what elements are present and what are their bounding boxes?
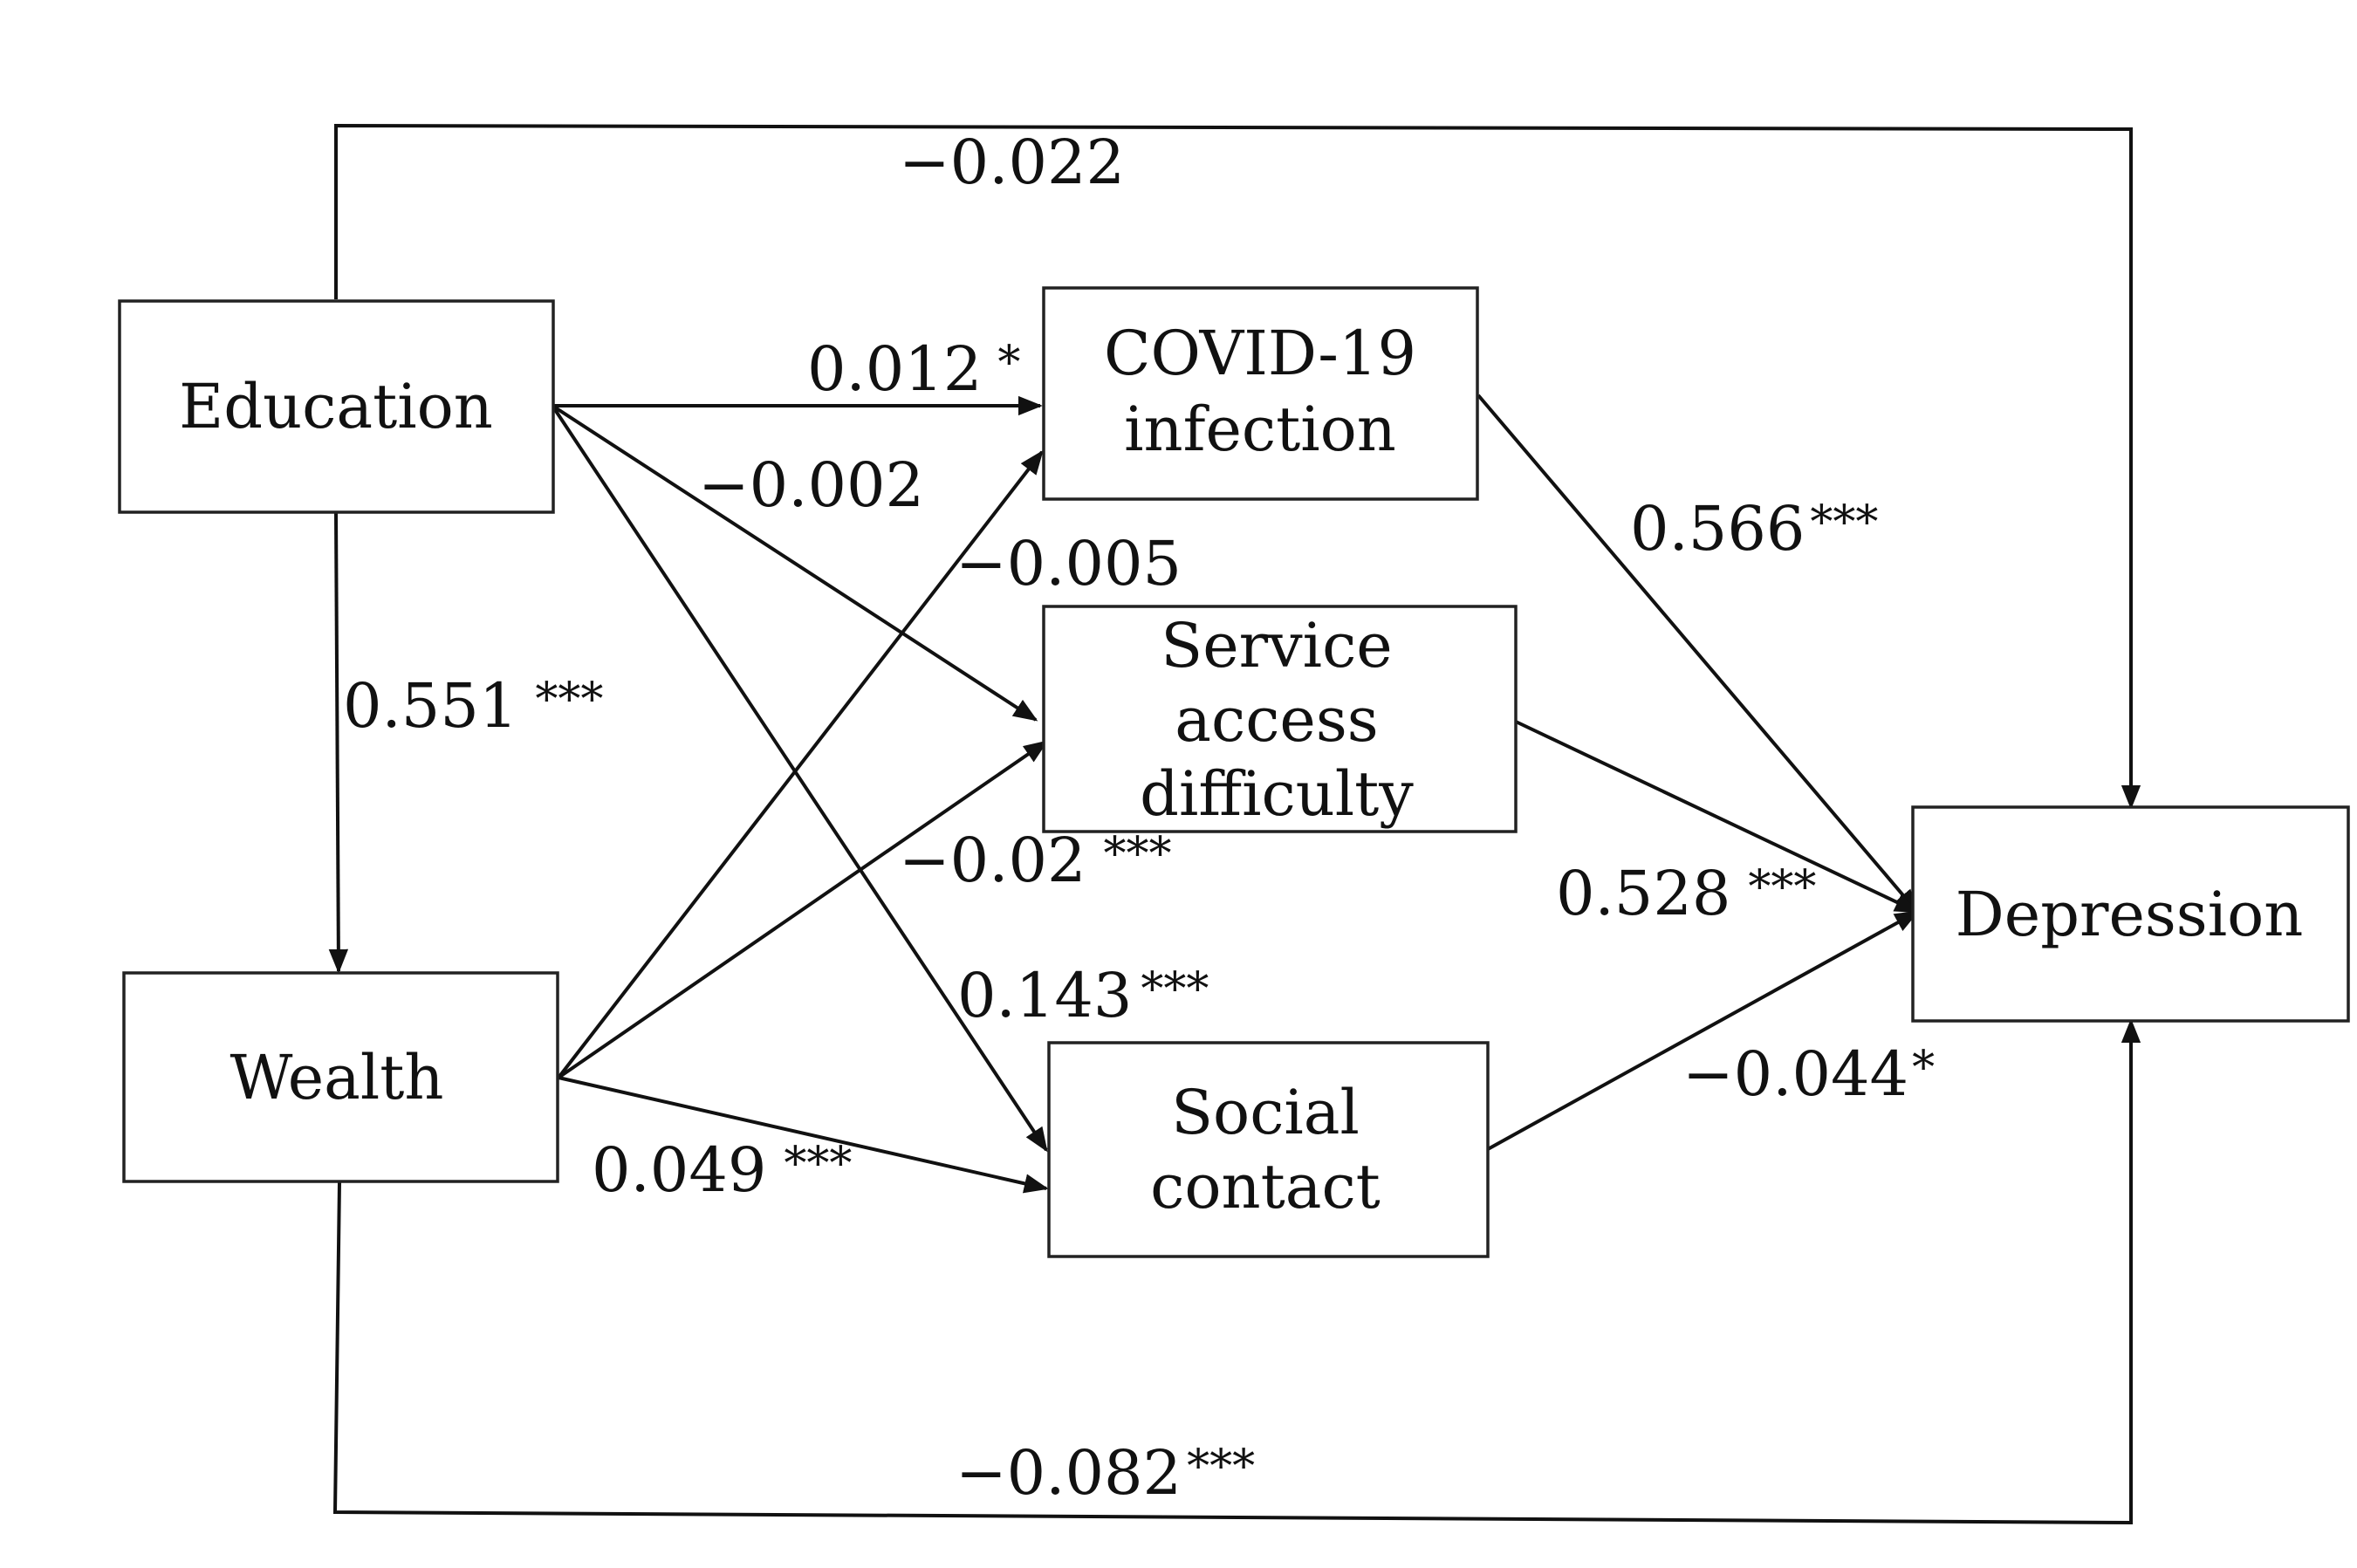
nodes: Education Wealth COVID-19 infection Serv… (118, 286, 2350, 1258)
node-label-line-1: Service (1161, 610, 1392, 681)
edge-wealth-covid (557, 449, 1044, 1079)
edge-wealth-social (558, 1076, 1049, 1194)
node-covid-infection: COVID-19 infection (1042, 286, 1479, 501)
node-box (1911, 805, 2350, 1023)
node-label-line-1: Social (1171, 1077, 1360, 1148)
node-label-line-2: contact (1150, 1151, 1381, 1222)
node-social-contact: Social contact (1047, 1041, 1490, 1258)
edges (328, 123, 2141, 1525)
node-label-line-3: difficulty (1140, 758, 1414, 830)
edge-wealth-service (557, 740, 1049, 1079)
node-depression: Depression (1911, 805, 2350, 1023)
coef-education-depression: −0.022 (899, 127, 1125, 198)
coef-education-social: 0.143*** (957, 960, 1209, 1031)
coef-wealth-service: −0.02*** (899, 825, 1172, 896)
coef-wealth-social: 0.049*** (592, 1134, 852, 1206)
node-service-access-difficulty: Service access difficulty (1042, 605, 1518, 833)
node-box (118, 299, 555, 514)
node-label: Wealth (230, 1042, 444, 1113)
edge-education-service (551, 404, 1038, 722)
node-box (1042, 605, 1518, 833)
coef-education-wealth: 0.551*** (343, 670, 603, 742)
node-label-line-1: COVID-19 (1104, 318, 1416, 389)
node-label: Education (179, 371, 493, 442)
edge-service-depression (1515, 720, 1920, 914)
edge-education-depression (334, 123, 2141, 810)
node-label-line-2: access (1175, 684, 1378, 756)
node-wealth: Wealth (122, 971, 559, 1183)
node-education: Education (118, 299, 555, 514)
edge-covid-depression (1477, 394, 1919, 914)
node-box (1042, 286, 1479, 501)
coef-wealth-depression: −0.082*** (956, 1437, 1255, 1509)
coefficient-labels: −0.022 0.012* −0.002 −0.005 0.551*** −0.… (343, 127, 1935, 1509)
node-box (1047, 1041, 1490, 1258)
edge-wealth-depression (332, 1018, 2141, 1525)
node-box (122, 971, 559, 1183)
coef-education-covid: 0.012* (807, 333, 1020, 405)
edge-education-wealth (328, 512, 349, 974)
node-label: Depression (1956, 879, 2304, 950)
coef-social-depression: −0.044* (1682, 1038, 1935, 1110)
coef-wealth-covid: −0.005 (956, 528, 1182, 599)
coef-service-depression: 0.528*** (1556, 858, 1816, 929)
coef-education-service: −0.002 (698, 449, 924, 521)
node-label-line-2: infection (1124, 394, 1396, 465)
coef-covid-depression: 0.566*** (1630, 493, 1878, 565)
edge-social-depression (1487, 910, 1920, 1151)
edge-education-social (551, 404, 1048, 1153)
